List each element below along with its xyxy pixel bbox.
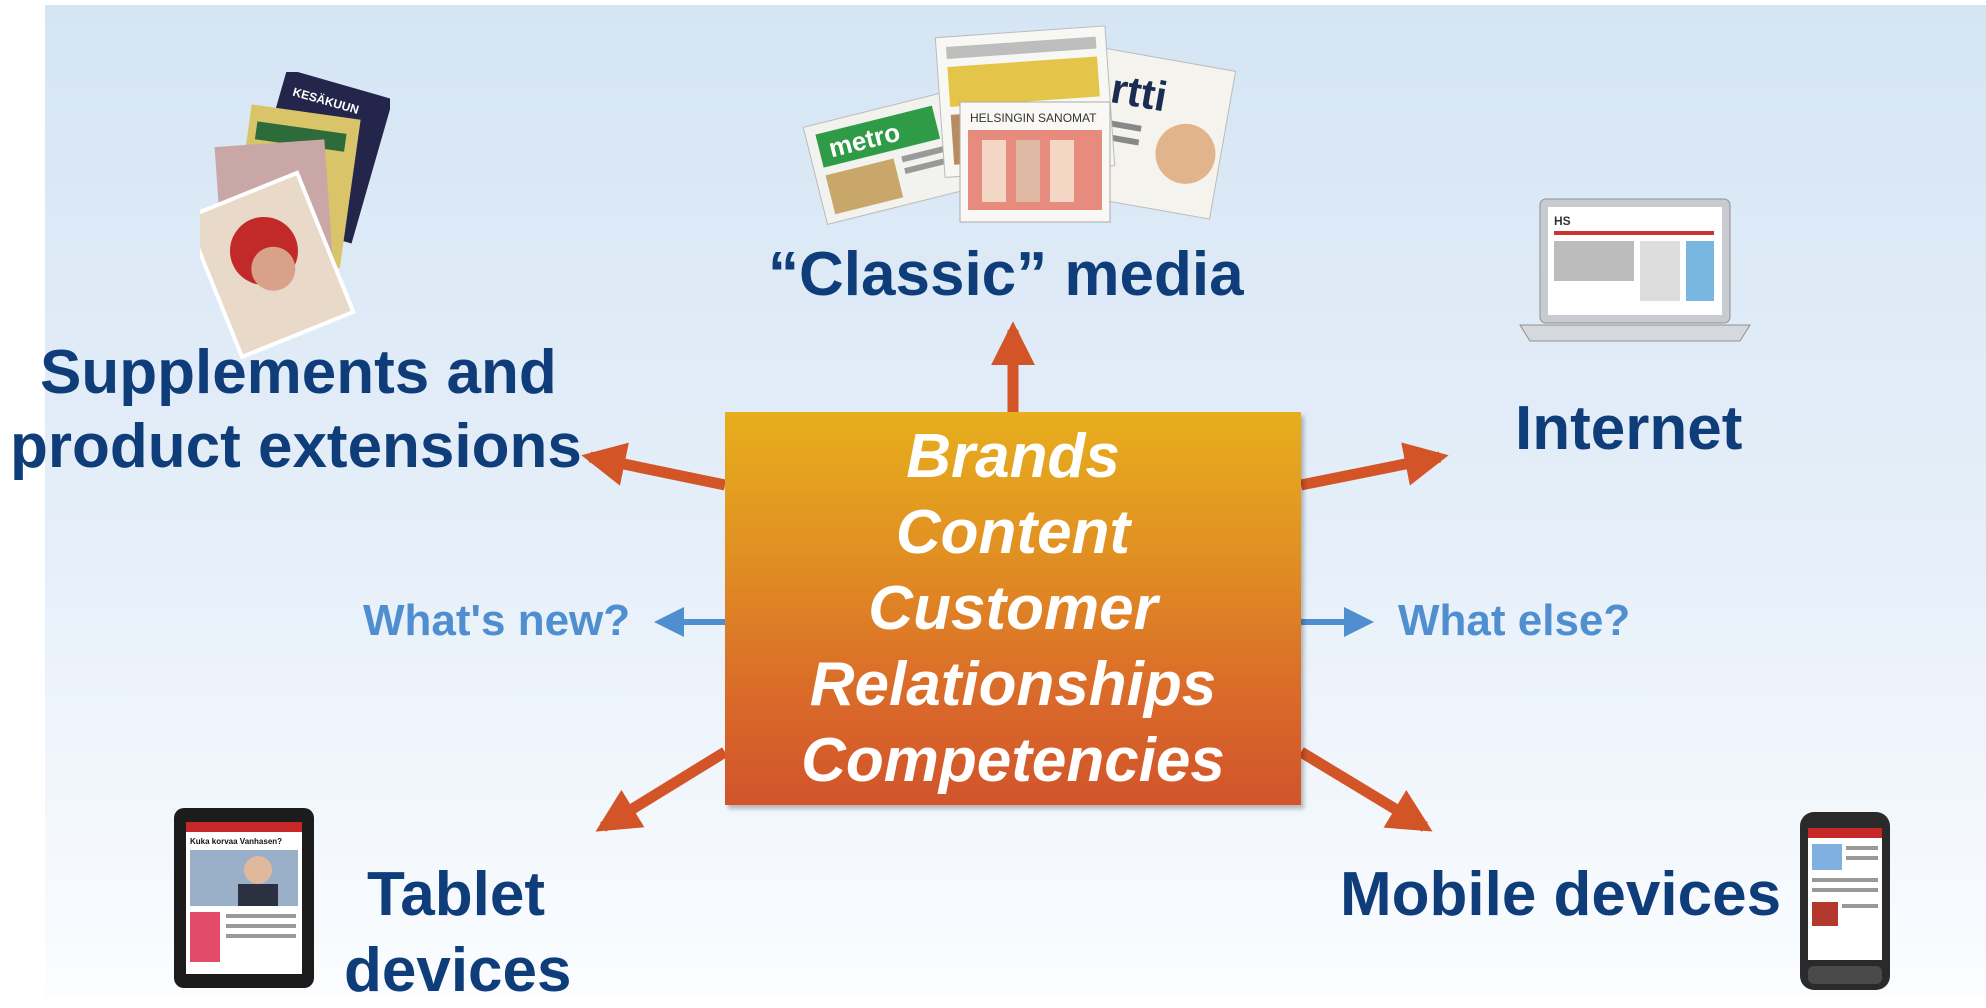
label-supplements-line1: Supplements and (40, 338, 557, 407)
mobile-phone-image (1800, 812, 1890, 990)
laptop-screen-logo: HS (1554, 214, 1571, 228)
label-mobile-devices: Mobile devices (1340, 860, 1782, 929)
arrow-down-right-mobile (1298, 747, 1433, 832)
core-item-content: Content (895, 497, 1131, 567)
magazines-image: KESÄKUUN (200, 72, 390, 360)
label-tablet-line2: devices (344, 936, 572, 1005)
core-item-competencies: Competencies (801, 725, 1225, 795)
label-internet: Internet (1515, 394, 1743, 463)
arrow-right-internet (1299, 442, 1449, 491)
laptop-image: HS (1519, 198, 1751, 342)
label-supplements-line2: product extensions (10, 412, 582, 481)
label-what-else: What else? (1398, 596, 1631, 645)
tablet-image: Kuka korvaa Vanhasen? (174, 808, 314, 988)
label-tablet-line1: Tablet (367, 860, 545, 929)
tablet-headline: Kuka korvaa Vanhasen? (190, 837, 282, 846)
label-classic-media: “Classic” media (768, 240, 1244, 309)
label-whats-new: What's new? (363, 596, 631, 645)
core-item-customer: Customer (868, 573, 1158, 643)
core-item-brands: Brands (906, 421, 1120, 491)
masthead-helsingin-sanomat: HELSINGIN SANOMAT (970, 111, 1097, 125)
arrow-left-supplements (581, 442, 727, 491)
core-assets-box: Brands Content Customer Relationships Co… (725, 412, 1301, 805)
core-item-relationships: Relationships (809, 649, 1217, 719)
newspapers-image: metro Hartti HELSINGIN SANOMAT (802, 25, 1237, 226)
arrow-down-left-tablet (595, 747, 728, 832)
